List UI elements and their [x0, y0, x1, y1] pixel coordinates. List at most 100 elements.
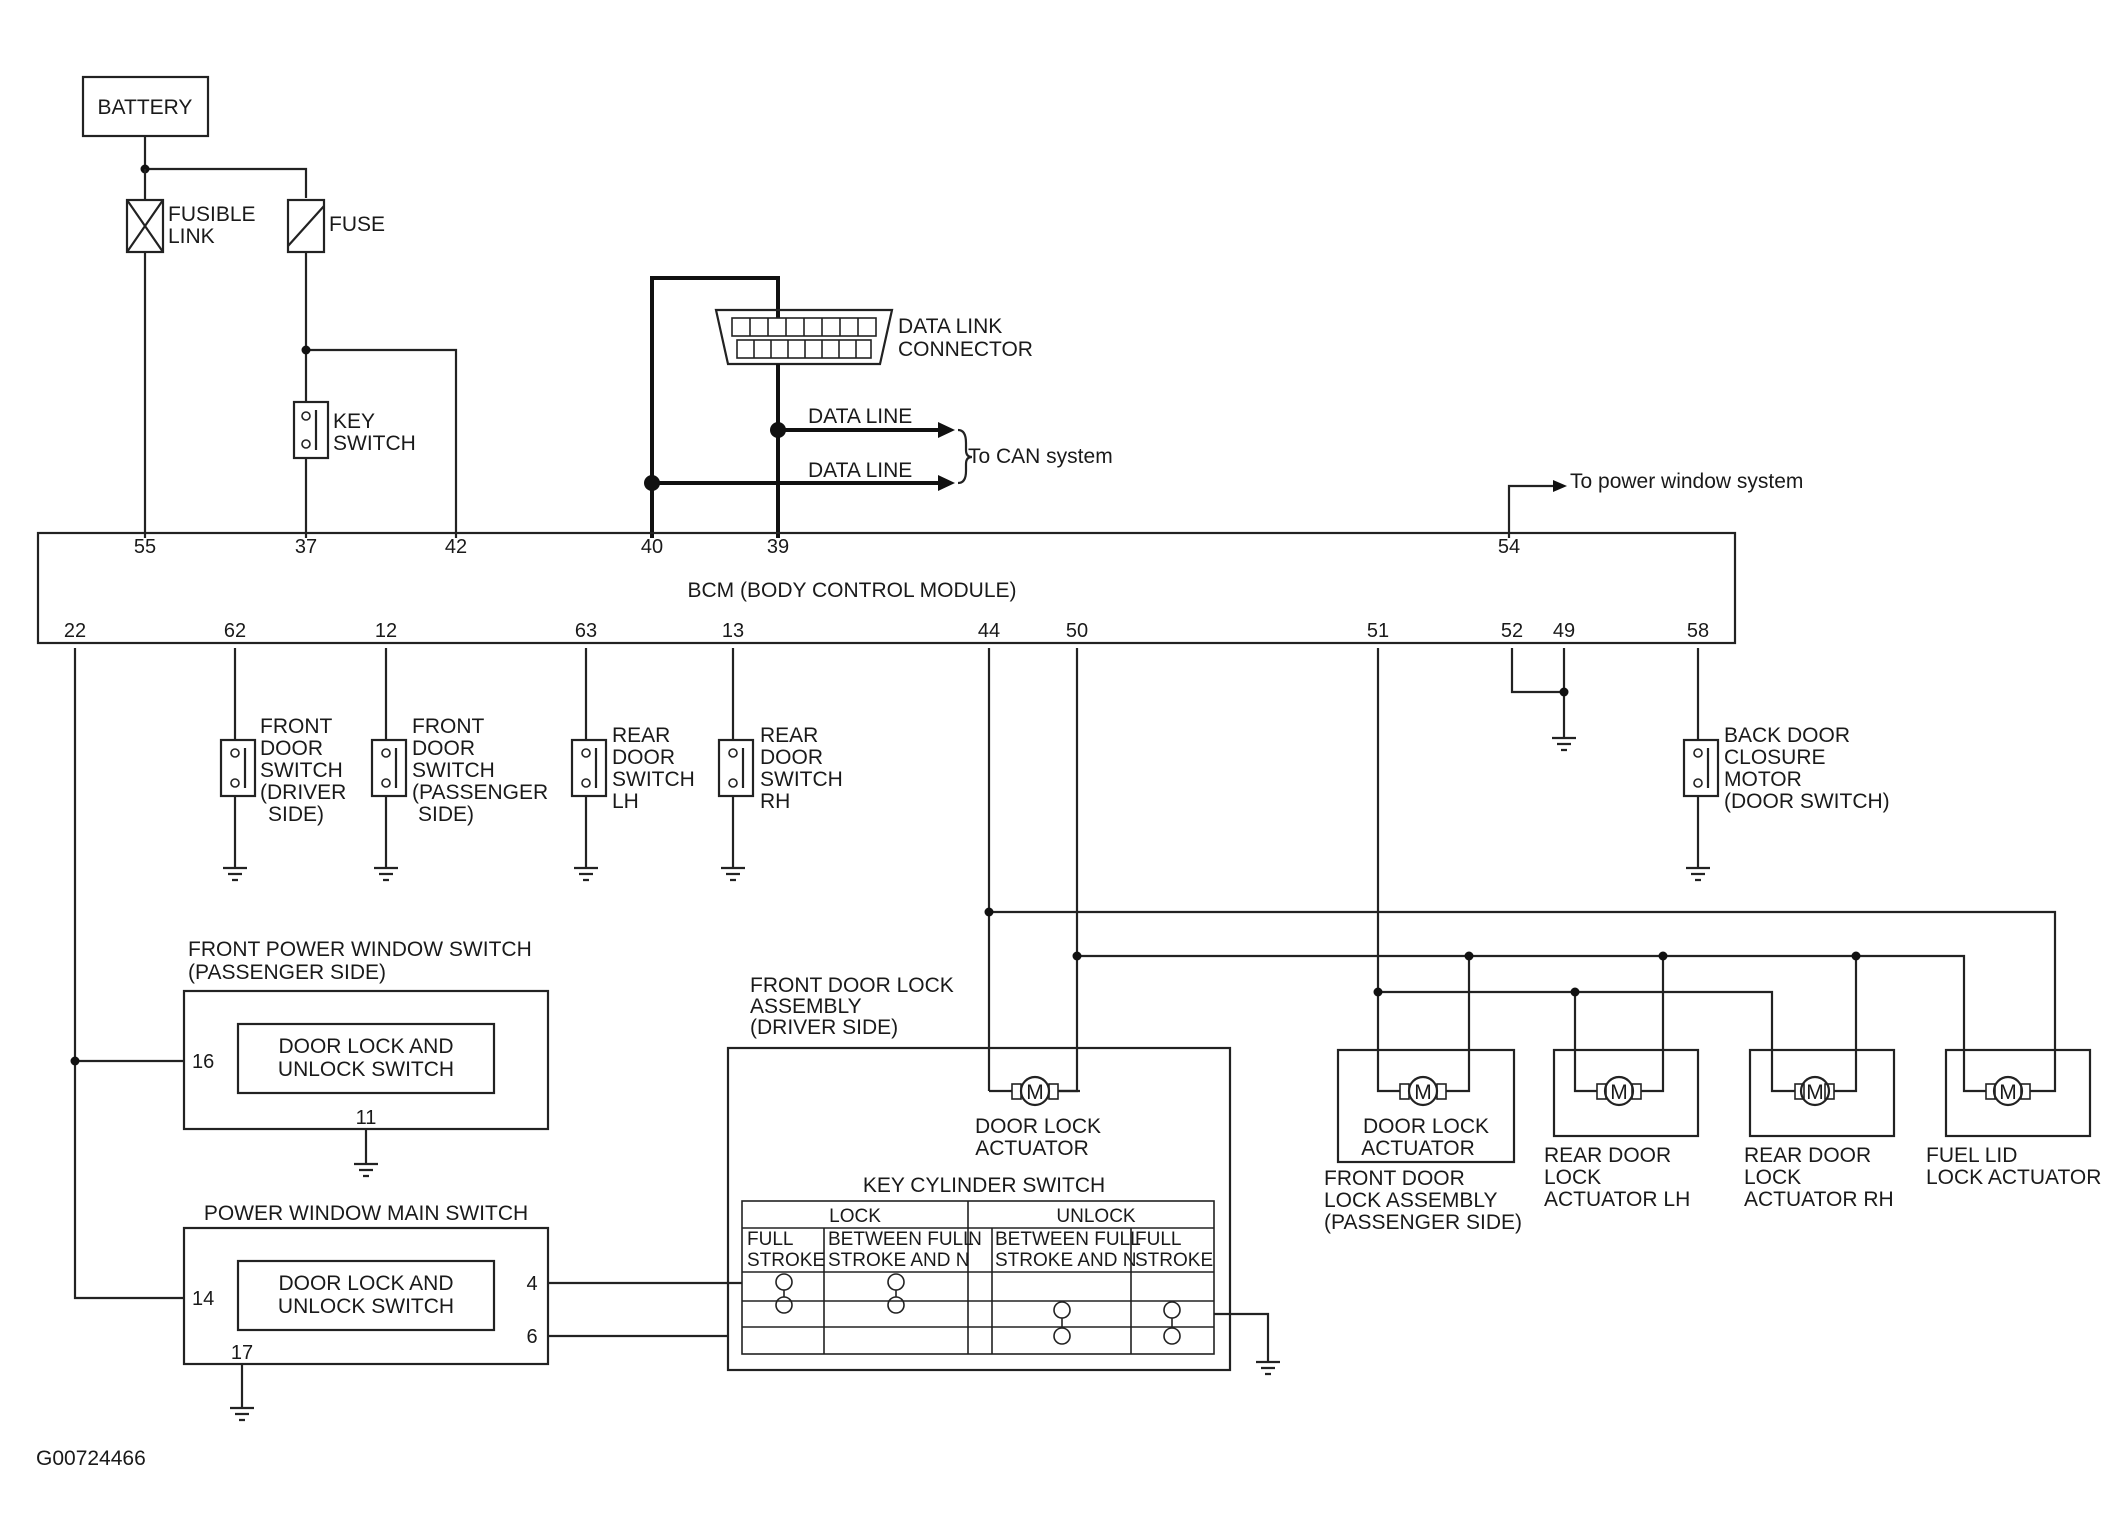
- fuel-lid-lock-actuator: M FUEL LID LOCK ACTUATOR: [1926, 1048, 2101, 1189]
- kcs-col3-line2: STROKE AND N: [995, 1250, 1136, 1271]
- fusible-link-label-2: LINK: [168, 225, 215, 248]
- motor-symbol-rear-rh: M: [1806, 1081, 1824, 1104]
- data-link-connector: DATA LINK CONNECTOR: [714, 308, 1033, 366]
- fdla-passenger-label-1: FRONT DOOR: [1324, 1167, 1465, 1190]
- fuse-label: FUSE: [329, 213, 385, 236]
- bcm-pin-63: 63: [575, 620, 597, 642]
- fds-passenger-label-2: DOOR: [412, 737, 475, 760]
- rdla-rh-label-3: ACTUATOR RH: [1744, 1188, 1894, 1211]
- bcm-pin-52: 52: [1501, 620, 1523, 642]
- fds-passenger-label-3: SWITCH: [412, 759, 495, 782]
- pwms-title: POWER WINDOW MAIN SWITCH: [204, 1202, 528, 1225]
- front-power-window-switch-passenger: FRONT POWER WINDOW SWITCH (PASSENGER SID…: [182, 938, 550, 1178]
- kcs-col4-line1: FULL: [1135, 1229, 1181, 1250]
- kcs-col1-line2: STROKE: [747, 1250, 825, 1271]
- fpws-inner-1: DOOR LOCK AND: [278, 1035, 453, 1058]
- to-can-label: To CAN system: [968, 445, 1113, 468]
- fds-passenger-label-4: (PASSENGER: [412, 781, 548, 804]
- dla-driver-label-1: DOOR LOCK: [975, 1115, 1101, 1138]
- bcm-pin-49: 49: [1553, 620, 1575, 642]
- rear-door-lock-actuator-rh: M REAR DOOR LOCK ACTUATOR RH: [1744, 1048, 1896, 1211]
- motor-symbol-passenger: M: [1414, 1081, 1432, 1104]
- fuse: FUSE: [286, 198, 385, 254]
- kcs-title: KEY CYLINDER SWITCH: [863, 1174, 1105, 1197]
- key-cylinder-switch: KEY CYLINDER SWITCH LOCK UNLOCK N FULL S…: [741, 1174, 1215, 1355]
- dla-passenger-label-1: DOOR LOCK: [1363, 1115, 1489, 1138]
- power-window-main-switch: POWER WINDOW MAIN SWITCH DOOR LOCK AND U…: [182, 1202, 550, 1422]
- fds-driver-label-5: SIDE): [268, 803, 324, 826]
- kcs-col3-line1: BETWEEN FULL: [995, 1229, 1141, 1250]
- rdla-rh-label-1: REAR DOOR: [1744, 1144, 1871, 1167]
- flla-label-1: FUEL LID: [1926, 1144, 2017, 1167]
- rds-rh-label-1: REAR: [760, 724, 818, 747]
- dla-driver-label-2: ACTUATOR: [975, 1137, 1089, 1160]
- kcs-col1-line1: FULL: [747, 1229, 793, 1250]
- fds-passenger-label-1: FRONT: [412, 715, 484, 738]
- door-lock-actuator-passenger: M DOOR LOCK ACTUATOR FRONT DOOR LOCK ASS…: [1324, 1048, 1522, 1234]
- key-switch-label-1: KEY: [333, 410, 375, 433]
- bdcm-label-2: CLOSURE: [1724, 746, 1826, 769]
- fdla-driver-label-3: (DRIVER SIDE): [750, 1016, 898, 1039]
- bcm-pin-40: 40: [641, 536, 663, 558]
- data-line-label-1: DATA LINE: [808, 405, 912, 428]
- fpws-title-2: (PASSENGER SIDE): [188, 961, 386, 984]
- fdla-passenger-label-3: (PASSENGER SIDE): [1324, 1211, 1522, 1234]
- key-switch-label-2: SWITCH: [333, 432, 416, 455]
- rdla-lh-label-2: LOCK: [1544, 1166, 1601, 1189]
- fpws-inner-2: UNLOCK SWITCH: [278, 1058, 454, 1081]
- pwms-pin-4: 4: [526, 1273, 537, 1295]
- kcs-col2-line1: BETWEEN FULL: [828, 1229, 974, 1250]
- motor-symbol-fuel-lid: M: [1999, 1081, 2017, 1104]
- bcm-pin-37: 37: [295, 536, 317, 558]
- door-lock-actuator-driver: M DOOR LOCK ACTUATOR: [975, 1075, 1101, 1160]
- fdla-driver-label-1: FRONT DOOR LOCK: [750, 974, 954, 997]
- data-link-connector-label-1: DATA LINK: [898, 315, 1002, 338]
- bcm: BCM (BODY CONTROL MODULE) 55 37 42 40 39…: [36, 531, 1737, 645]
- dla-passenger-label-2: ACTUATOR: [1361, 1137, 1475, 1160]
- rds-rh-label-2: DOOR: [760, 746, 823, 769]
- fds-driver-label-3: SWITCH: [260, 759, 343, 782]
- fpws-pin-11: 11: [356, 1107, 377, 1129]
- rear-door-lock-actuator-lh: M REAR DOOR LOCK ACTUATOR LH: [1544, 1048, 1700, 1211]
- rds-lh-label-4: LH: [612, 790, 639, 813]
- fpws-title-1: FRONT POWER WINDOW SWITCH: [188, 938, 532, 961]
- pwms-pin-14: 14: [192, 1288, 214, 1310]
- bcm-pin-54: 54: [1498, 536, 1520, 558]
- kcs-col4-line2: STROKE: [1135, 1250, 1213, 1271]
- rds-lh-label-2: DOOR: [612, 746, 675, 769]
- battery: BATTERY: [81, 75, 210, 138]
- bdcm-label-1: BACK DOOR: [1724, 724, 1850, 747]
- data-line-label-2: DATA LINE: [808, 459, 912, 482]
- pwms-pin-6: 6: [526, 1326, 537, 1348]
- bcm-pin-62: 62: [224, 620, 246, 642]
- pwms-inner-1: DOOR LOCK AND: [278, 1272, 453, 1295]
- motor-symbol-driver: M: [1026, 1081, 1044, 1104]
- rear-door-switch-lh: REAR DOOR SWITCH LH: [570, 648, 695, 882]
- fds-driver-label-1: FRONT: [260, 715, 332, 738]
- bdcm-label-3: MOTOR: [1724, 768, 1802, 791]
- battery-label: BATTERY: [98, 96, 193, 119]
- rdla-lh-label-1: REAR DOOR: [1544, 1144, 1671, 1167]
- bcm-pin-58: 58: [1687, 620, 1709, 642]
- rds-lh-label-1: REAR: [612, 724, 670, 747]
- front-door-switch-passenger: FRONT DOOR SWITCH (PASSENGER SIDE): [370, 648, 548, 882]
- bcm-pin-50: 50: [1066, 620, 1088, 642]
- fdla-driver-label-2: ASSEMBLY: [750, 995, 862, 1018]
- front-door-lock-assembly-driver: FRONT DOOR LOCK ASSEMBLY (DRIVER SIDE) M…: [726, 974, 1232, 1372]
- rdla-rh-label-2: LOCK: [1744, 1166, 1801, 1189]
- pwms-pin-17: 17: [231, 1342, 253, 1364]
- kcs-unlock-label: UNLOCK: [1056, 1206, 1136, 1227]
- fds-driver-label-2: DOOR: [260, 737, 323, 760]
- bcm-title: BCM (BODY CONTROL MODULE): [687, 579, 1016, 602]
- bcm-pin-51: 51: [1367, 620, 1389, 642]
- bcm-pin-44: 44: [978, 620, 1000, 642]
- key-switch: KEY SWITCH: [292, 400, 416, 460]
- rear-door-switch-rh: REAR DOOR SWITCH RH: [717, 648, 843, 882]
- motor-symbol-rear-lh: M: [1610, 1081, 1628, 1104]
- bcm-pin-39: 39: [767, 536, 789, 558]
- kcs-n-label: N: [968, 1229, 982, 1250]
- pwms-inner-2: UNLOCK SWITCH: [278, 1295, 454, 1318]
- bcm-pin-12: 12: [375, 620, 397, 642]
- kcs-lock-label: LOCK: [829, 1206, 881, 1227]
